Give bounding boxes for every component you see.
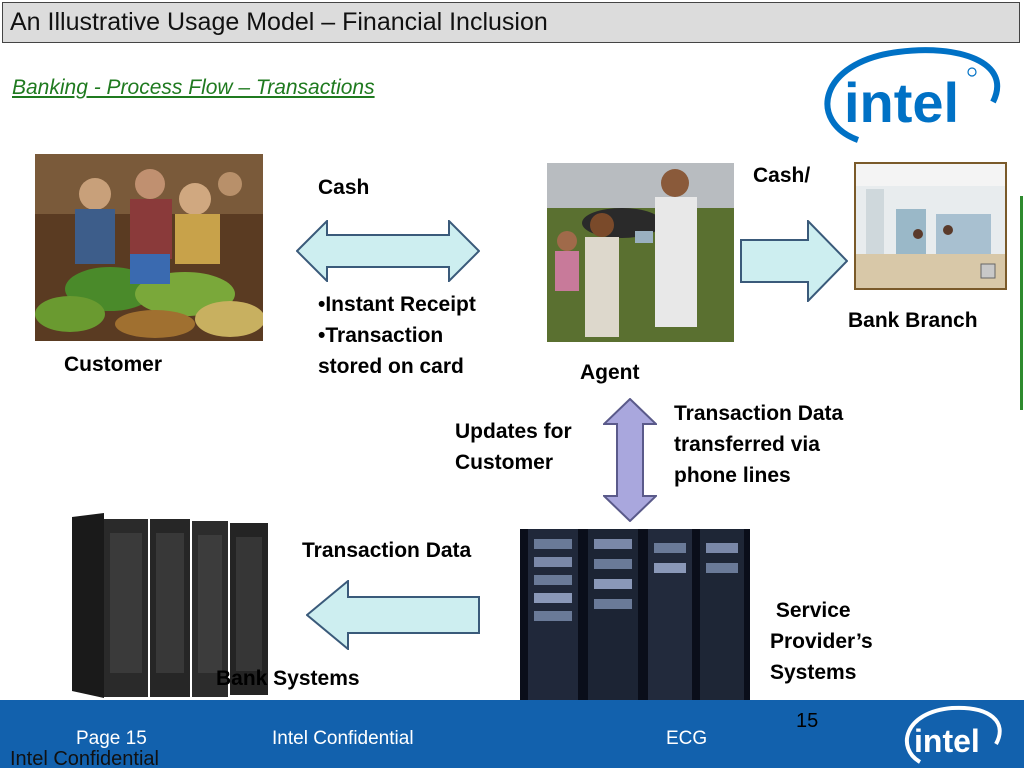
updates-line-1: Updates for [455, 420, 572, 443]
service-provider-line-3: Systems [770, 661, 857, 684]
footer-overflow-text: Intel Confidential [10, 748, 159, 770]
transaction-data-label: Transaction Data [302, 539, 472, 562]
title-bar [2, 2, 1020, 43]
left-arrow-to-bank [306, 580, 480, 650]
right-arrow-to-branch [740, 220, 848, 302]
edge-line [1020, 196, 1023, 410]
bank-systems-label: Bank Systems [216, 667, 360, 690]
service-provider-line-2: Provider’s [770, 630, 873, 653]
bank-systems-photo [68, 513, 274, 706]
footer-confidential: Intel Confidential [272, 728, 414, 749]
agent-label: Agent [580, 361, 640, 384]
slide-title: An Illustrative Usage Model – Financial … [10, 8, 548, 36]
cash-label: Cash [318, 176, 370, 199]
receipt-line-2: •Transaction [318, 324, 444, 347]
receipt-line-1: •Instant Receipt [318, 293, 476, 316]
transfer-text: Transaction Data transferred via phone l… [674, 398, 843, 491]
receipt-text: •Instant Receipt •Transaction stored on … [318, 289, 476, 382]
updates-line-2: Customer [455, 451, 554, 474]
double-arrow [296, 220, 480, 282]
service-provider-photo [520, 529, 750, 701]
transfer-line-2: transferred via [674, 433, 820, 456]
bank-branch-photo [854, 162, 1007, 290]
intel-logo-text: intel [844, 71, 959, 134]
slide-subtitle: Banking - Process Flow – Transactions [12, 76, 375, 99]
transfer-line-1: Transaction Data [674, 402, 844, 425]
footer-intel-logo: intel [904, 705, 1002, 764]
receipt-line-3: stored on card [318, 355, 464, 378]
footer-org: ECG [666, 728, 708, 749]
customer-photo [35, 154, 263, 341]
service-provider-label: Service Provider’s Systems [770, 595, 873, 688]
footer-page: Page 15 [76, 728, 147, 749]
footer-bar [0, 700, 1024, 768]
updates-text: Updates for Customer [455, 416, 572, 478]
footer-intel-logo-text: intel [914, 723, 980, 759]
vertical-double-arrow [603, 398, 657, 522]
bank-branch-label: Bank Branch [848, 309, 978, 332]
transfer-line-3: phone lines [674, 464, 791, 487]
agent-photo [547, 163, 734, 342]
intel-logo: intel [824, 47, 1001, 143]
service-provider-line-1: Service [770, 599, 851, 622]
slide-number: 15 [796, 710, 819, 732]
customer-label: Customer [64, 353, 163, 376]
cash-slash-label: Cash/ [753, 164, 811, 187]
